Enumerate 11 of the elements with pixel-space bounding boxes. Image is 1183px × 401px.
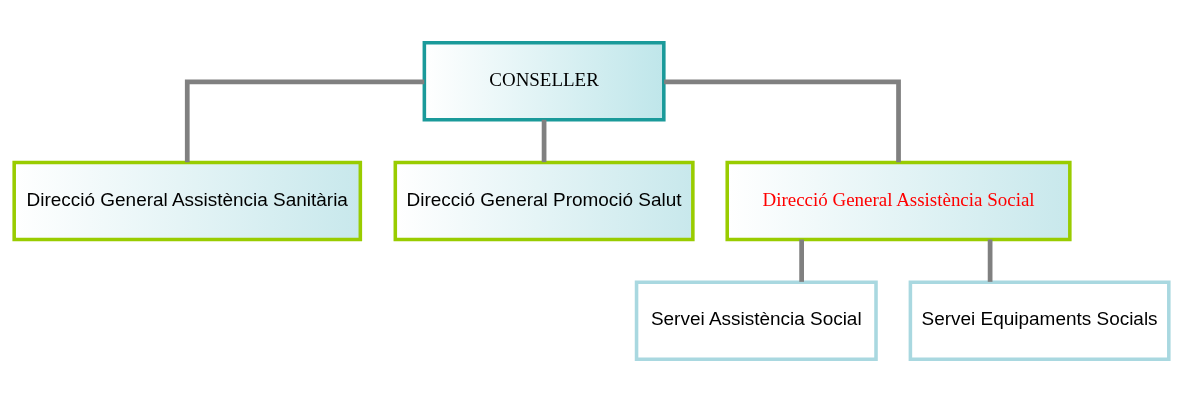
node-box: CONSELLER — [422, 40, 666, 122]
connector — [541, 119, 547, 162]
node-box: Direcció General Assistència Sanitària — [12, 160, 363, 241]
connector — [799, 239, 804, 282]
connector — [184, 79, 425, 162]
node-box: Direcció General Assistència Social — [725, 160, 1072, 241]
node-box: Direcció General Promoció Salut — [393, 160, 695, 241]
connector — [987, 239, 993, 282]
connector — [664, 79, 901, 162]
node-box: Servei Equipaments Socials — [908, 279, 1171, 361]
node-box: Servei Assistència Social — [634, 279, 878, 361]
